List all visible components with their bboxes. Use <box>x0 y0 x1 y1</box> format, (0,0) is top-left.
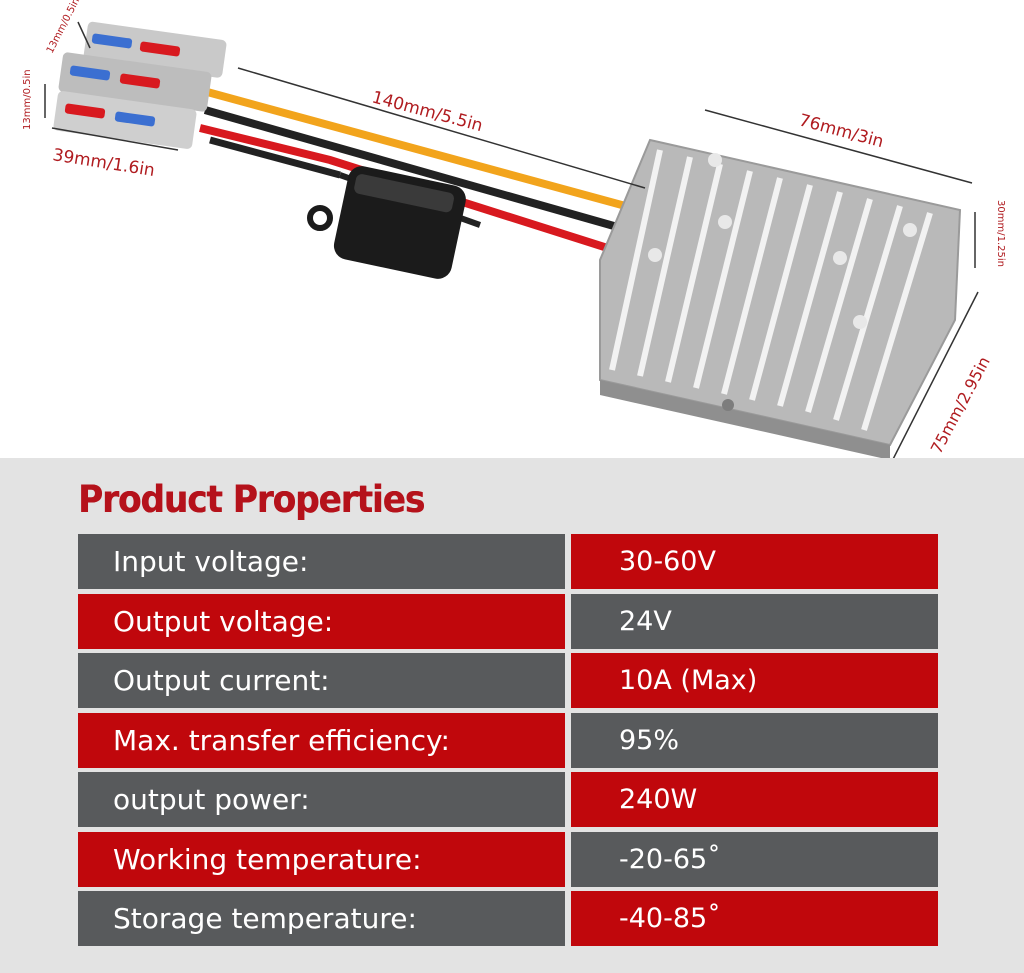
row-value: -20-65˚ <box>571 831 938 887</box>
table-row: output power: 240W <box>78 772 938 827</box>
row-label: output power: <box>78 772 565 827</box>
dim-clip-width: 13mm/0.5in <box>45 0 82 55</box>
table-row: Input voltage: 30-60V <box>78 534 938 589</box>
table-row: Max. transfer efficiency: 95% <box>78 712 938 768</box>
row-label: Input voltage: <box>78 534 565 589</box>
table-row: Output voltage: 24V <box>78 593 938 649</box>
fuse-holder <box>307 166 482 279</box>
row-value: -40-85˚ <box>571 891 938 946</box>
row-value: 10A (Max) <box>571 653 938 708</box>
row-value: 30-60V <box>571 534 938 589</box>
product-image-area: 140mm/5.5in 76mm/3in 39mm/1.6in 30mm/1.2… <box>0 0 1024 458</box>
dim-module-depth: 75mm/2.95in <box>927 353 994 457</box>
row-label: Working temperature: <box>78 831 565 887</box>
dim-clip-height: 13mm/0.5in <box>22 69 33 130</box>
row-value: 95% <box>571 712 938 768</box>
row-value: 24V <box>571 593 938 649</box>
row-label: Output current: <box>78 653 565 708</box>
aluminium-module <box>599 138 962 458</box>
row-label: Max. transfer efficiency: <box>78 712 565 768</box>
wires <box>198 86 642 256</box>
dimension-lines <box>44 21 979 458</box>
properties-table: Input voltage: 30-60V Output voltage: 24… <box>78 534 938 951</box>
table-row: Storage temperature: -40-85˚ <box>78 891 938 946</box>
row-label: Storage temperature: <box>78 891 565 946</box>
properties-title: Product Properties <box>78 478 425 521</box>
row-value: 240W <box>571 772 938 827</box>
row-label: Output voltage: <box>78 593 565 649</box>
dim-module-height: 30mm/1.25in <box>995 200 1006 267</box>
table-row: Working temperature: -20-65˚ <box>78 831 938 887</box>
dim-clip-length: 39mm/1.6in <box>51 145 156 181</box>
properties-panel: Product Properties Input voltage: 30-60V… <box>0 458 1024 973</box>
dim-module-width: 76mm/3in <box>797 111 886 153</box>
table-row: Output current: 10A (Max) <box>78 653 938 708</box>
converter-illustration: 140mm/5.5in 76mm/3in 39mm/1.6in 30mm/1.2… <box>22 0 1006 458</box>
